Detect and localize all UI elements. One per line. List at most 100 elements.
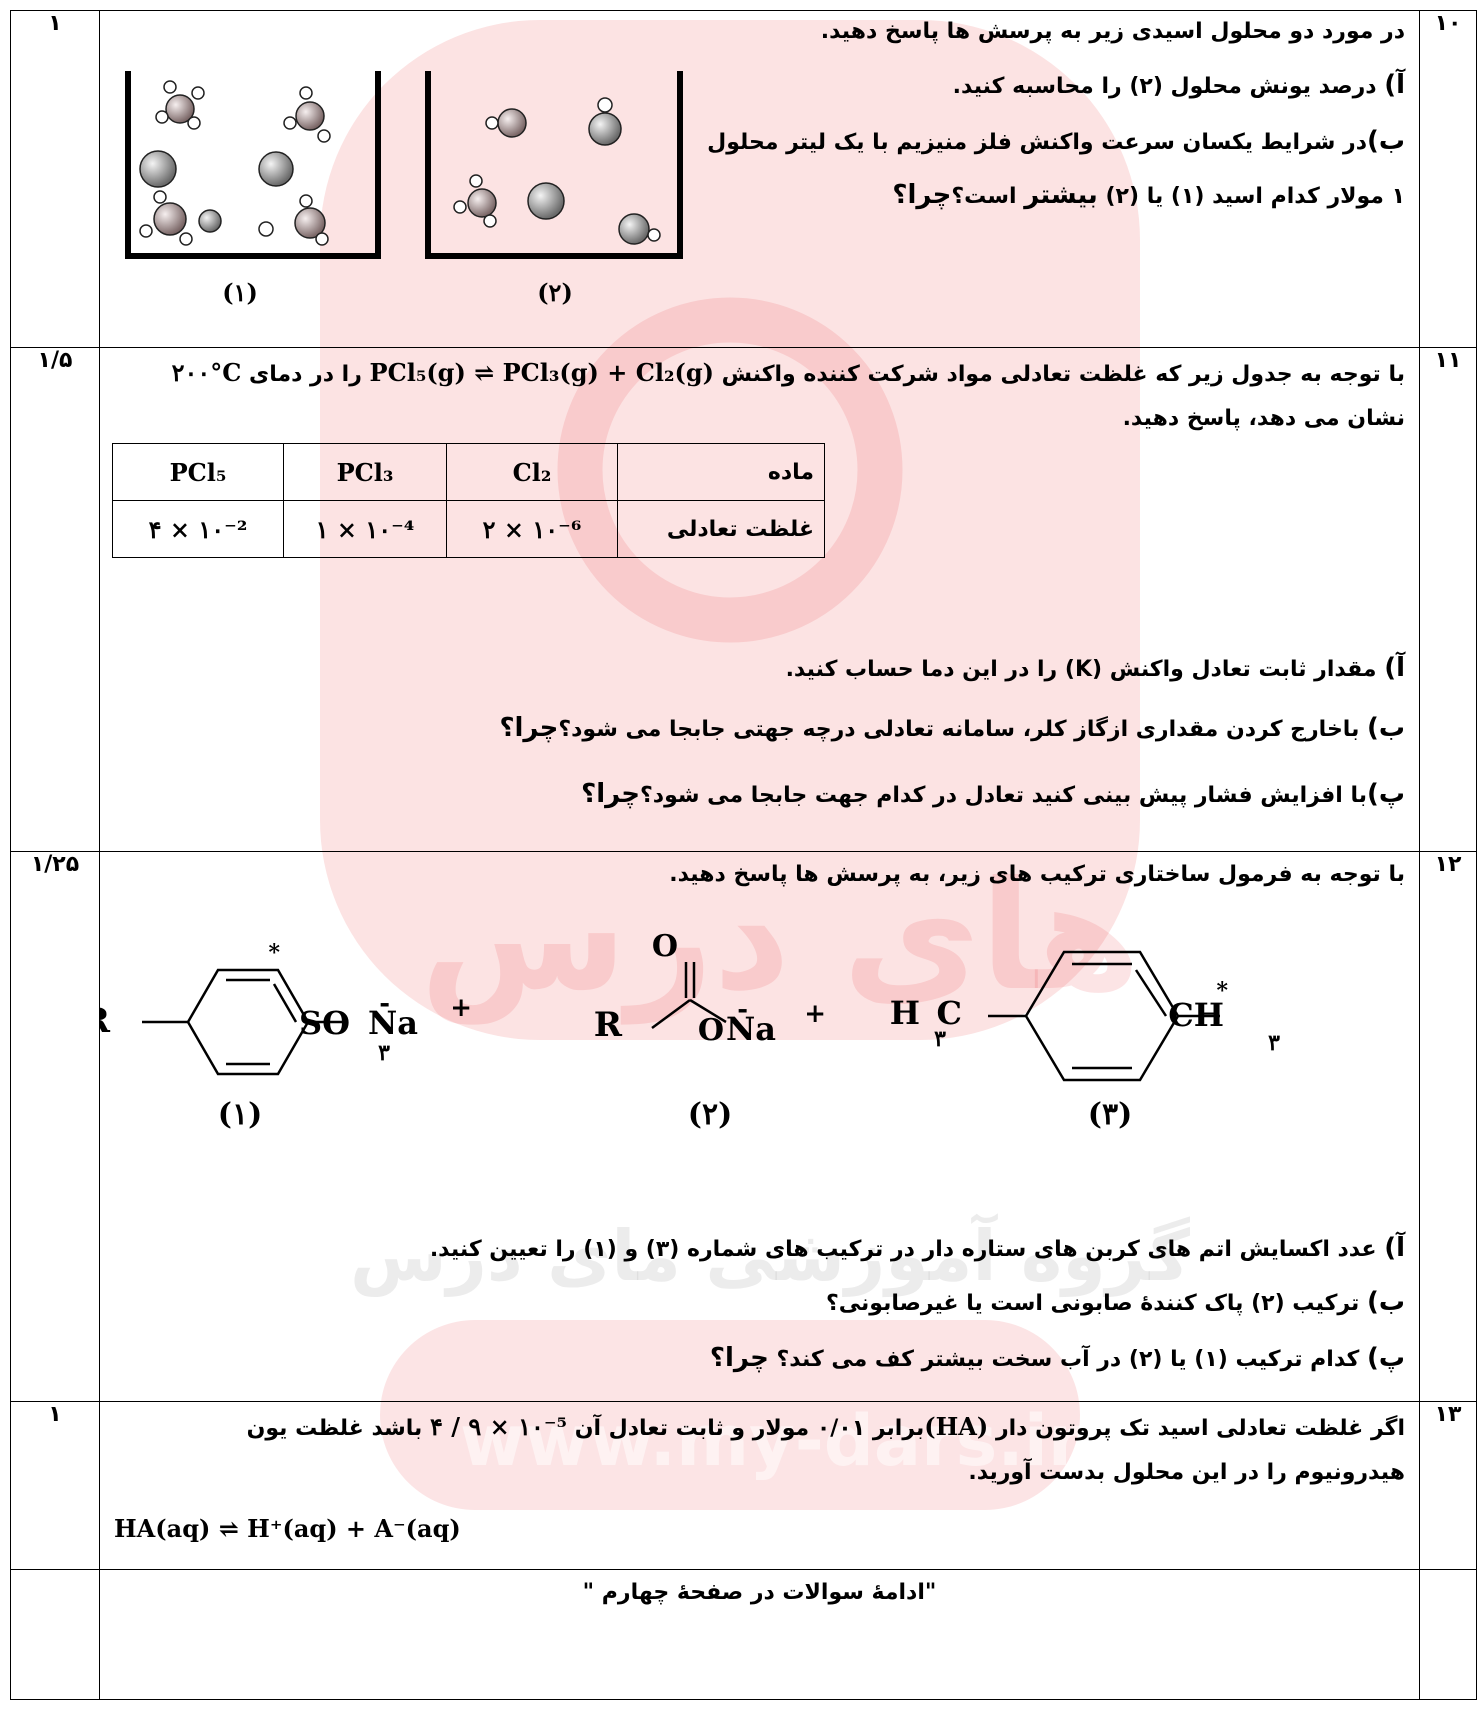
- question-content: با توجه به جدول زیر که غلظت تعادلی مواد …: [99, 347, 1420, 852]
- part-label: پ): [1366, 1343, 1405, 1373]
- why-word: چرا؟: [499, 713, 559, 743]
- structural-formulas: R * SO - ۳ Na + (۱): [100, 929, 1280, 1132]
- part-label: آ): [1384, 653, 1405, 683]
- s1-star: *: [268, 940, 280, 966]
- part-text: با افزایش فشار پیش بینی کنید تعادل در کد…: [640, 783, 1367, 808]
- part-a: آ) عدد اکسایش اتم های کربن های ستاره دار…: [430, 1230, 1405, 1266]
- part-a: آ) درصد یونش محلول (۲) را محاسبه کنید.: [953, 67, 1405, 103]
- table-header: PCl₅: [112, 443, 284, 501]
- part-b: ب)در شرایط یکسان سرعت واکنش فلز منیزیم ب…: [707, 123, 1405, 159]
- part-b-line2: ۱ مولار کدام اسید (۱) یا (۲) بیشتر است؟چ…: [892, 177, 1405, 213]
- part-text: باخارج کردن مقداری ازگاز کلر، سامانه تعا…: [558, 717, 1367, 742]
- question-content: در مورد دو محلول اسیدی زیر به پرسش ها پا…: [99, 10, 1420, 348]
- question-row-11: ۱/۵ با توجه به جدول زیر که غلظت تعادلی م…: [10, 347, 1477, 852]
- score-cell: ۱/۵: [10, 347, 100, 852]
- s2-o: O: [652, 929, 678, 964]
- part-label: آ): [1384, 70, 1405, 100]
- table-cell: ۴ × ۱۰⁻²: [112, 500, 284, 558]
- table-header: PCl₃: [283, 443, 447, 501]
- part-c: پ)با افزایش فشار پیش بینی کنید تعادل در …: [581, 776, 1405, 812]
- s2-plus: +: [804, 999, 826, 1029]
- footer-content: "ادامهٔ سوالات در صفحهٔ چهارم ": [99, 1569, 1420, 1700]
- s2-na: Na: [726, 1010, 776, 1048]
- s1-minus: -: [379, 989, 390, 1019]
- table-header: ماده: [617, 443, 825, 501]
- part-text: مقدار ثابت تعادل واکنش (K) را در این دما…: [785, 657, 1385, 682]
- text: اگر غلظت تعادلی اسید تک پروتون دار: [988, 1416, 1405, 1441]
- s3-c: C: [937, 994, 962, 1032]
- question-intro: با توجه به جدول زیر که غلظت تعادلی مواد …: [172, 356, 1405, 391]
- part-label: ب): [1366, 713, 1405, 743]
- beaker-2: [425, 71, 683, 259]
- k-value: ۴ / ۹ × ۱۰⁻⁵: [429, 1412, 568, 1441]
- reaction-equation: HA(aq) ⇌ H⁺(aq) + A⁻(aq): [114, 1514, 461, 1543]
- beaker-label: (۲): [537, 278, 573, 307]
- part-c: پ) کدام ترکیب (۱) یا (۲) در آب سخت بیشتر…: [710, 1340, 1405, 1376]
- s3-ch: CH: [1168, 996, 1224, 1034]
- s1-sub: ۳: [378, 1040, 390, 1066]
- question-content: با توجه به فرمول ساختاری ترکیب های زیر، …: [99, 851, 1420, 1402]
- score-cell: ۱: [10, 10, 100, 348]
- question-content: اگر غلظت تعادلی اسید تک پروتون دار (HA)ب…: [99, 1401, 1420, 1570]
- temperature: ۲۰۰°C: [171, 358, 242, 387]
- text: باشد غلظت یون: [246, 1416, 430, 1441]
- reaction-equation: PCl₅(g) ⇌ PCl₃(g) + Cl₂(g): [369, 358, 714, 387]
- why-word: چرا؟: [892, 180, 952, 210]
- part-text: است؟: [951, 184, 1025, 209]
- s1-group: SO: [299, 1004, 350, 1042]
- part-b: ب) باخارج کردن مقداری ازگاز کلر، سامانه …: [499, 710, 1405, 746]
- why-word: چرا؟: [581, 779, 641, 809]
- text: برابر ۰/۰۱ مولار و ثابت تعادل آن: [567, 1416, 925, 1441]
- part-text: ۱ مولار کدام اسید (۱) یا (۲): [1097, 184, 1405, 209]
- part-b: ب) ترکیب (۲) پاک کنندهٔ صابونی است یا غی…: [826, 1284, 1405, 1320]
- part-text: در شرایط یکسان سرعت واکنش فلز منیزیم با …: [707, 130, 1367, 155]
- part-label: آ): [1384, 1233, 1405, 1263]
- concentration-table: ماده Cl₂ PCl₃ PCl₅ غلظت تعادلی ۲ × ۱۰⁻⁶ …: [112, 443, 825, 558]
- bold-word: بیشتر: [1024, 180, 1098, 210]
- intro-line2: نشان می دهد، پاسخ دهید.: [1122, 406, 1405, 431]
- question-number: ۱۲: [1419, 851, 1477, 1402]
- beaker-label: (۱): [222, 278, 258, 307]
- questions-table: ۱ در مورد دو محلول اسیدی زیر به پرسش ها …: [10, 10, 1477, 1700]
- s1-plus: +: [450, 993, 472, 1023]
- table-cell: ۲ × ۱۰⁻⁶: [446, 500, 618, 558]
- table-cell: ۱ × ۱۰⁻⁴: [283, 500, 447, 558]
- question-number: ۱۳: [1419, 1401, 1477, 1570]
- question-row-12: ۱/۲۵ با توجه به فرمول ساختاری ترکیب های …: [10, 851, 1477, 1402]
- question-row-13: ۱ اگر غلظت تعادلی اسید تک پروتون دار (HA…: [10, 1401, 1477, 1570]
- part-label: پ): [1366, 779, 1405, 809]
- s2-minus: -: [737, 995, 748, 1025]
- score-cell: ۱/۲۵: [10, 851, 100, 1402]
- s1-na: Na: [368, 1004, 418, 1042]
- q13-line1: اگر غلظت تعادلی اسید تک پروتون دار (HA)ب…: [247, 1410, 1405, 1445]
- s3-label: (۳): [1088, 1097, 1133, 1132]
- s3-h: H: [890, 994, 920, 1032]
- q13-line2: هیدرونیوم را در این محلول بدست آورید.: [968, 1460, 1405, 1485]
- part-a: آ) مقدار ثابت تعادل واکنش (K) را در این …: [786, 650, 1405, 686]
- part-text: عدد اکسایش اتم های کربن های ستاره دار در…: [429, 1237, 1385, 1262]
- question-number: ۱۱: [1419, 347, 1477, 852]
- table-row-label: غلظت تعادلی: [617, 500, 825, 558]
- score-cell: ۱: [10, 1401, 100, 1570]
- s1-label: (۱): [218, 1097, 263, 1132]
- ha-formula: (HA): [924, 1412, 989, 1441]
- question-number: ۱۰: [1419, 10, 1477, 348]
- s2-label: (۲): [688, 1097, 733, 1132]
- s1-r: R: [100, 1001, 111, 1041]
- why-word: چرا؟: [709, 1343, 769, 1373]
- question-intro: با توجه به فرمول ساختاری ترکیب های زیر، …: [669, 862, 1405, 887]
- intro-text: با توجه به جدول زیر که غلظت تعادلی مواد …: [721, 362, 1405, 387]
- beaker-1: [125, 71, 381, 259]
- table-header: Cl₂: [446, 443, 618, 501]
- part-label: ب): [1366, 126, 1405, 156]
- question-intro: در مورد دو محلول اسیدی زیر به پرسش ها پا…: [820, 19, 1405, 44]
- s3-ch-sub: ۳: [1268, 1030, 1280, 1056]
- part-text: ترکیب (۲) پاک کنندهٔ صابونی است یا غیرصا…: [826, 1291, 1367, 1316]
- question-row-10: ۱ در مورد دو محلول اسیدی زیر به پرسش ها …: [10, 10, 1477, 348]
- continuation-note: "ادامهٔ سوالات در صفحهٔ چهارم ": [582, 1580, 937, 1605]
- beakers-diagram: (۱) (۲): [125, 71, 683, 307]
- part-label: ب): [1366, 1287, 1405, 1317]
- footer-row: "ادامهٔ سوالات در صفحهٔ چهارم ": [10, 1569, 1477, 1700]
- intro-text: را در دمای: [249, 362, 362, 387]
